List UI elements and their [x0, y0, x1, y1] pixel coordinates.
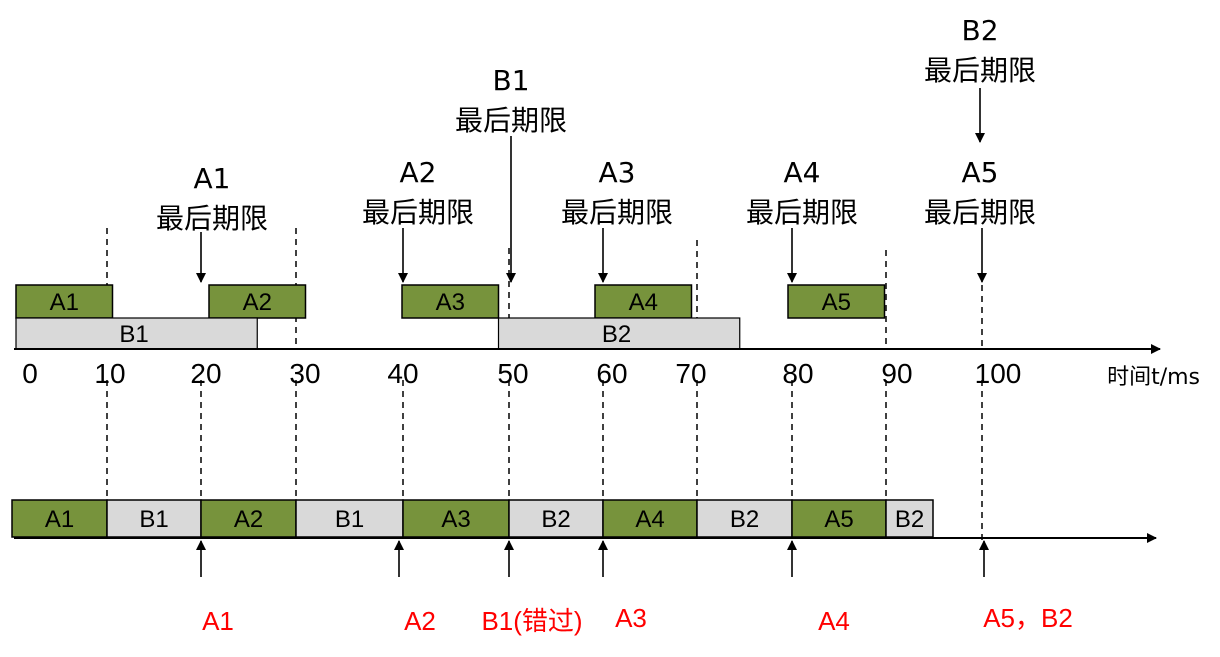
arrival-block-rect [401, 284, 500, 319]
check-label-a2: A2 [404, 606, 436, 636]
tick-label-90: 90 [881, 358, 912, 389]
deadline-text-a2: 最后期限 [362, 196, 474, 229]
schedule-block-rect [200, 499, 297, 538]
arrival-b-blocks: B1 B2 [15, 317, 741, 350]
arrival-block-label: A1 [50, 289, 79, 316]
schedule-block-rect [106, 499, 202, 538]
arrival-block-label: B1 [119, 321, 148, 348]
schedule-block-a1: A1 [11, 499, 108, 538]
check-label-a3: A3 [615, 603, 647, 633]
tick-label-0: 0 [22, 358, 38, 389]
deadline-text-a4: 最后期限 [746, 196, 858, 229]
arrival-block-a5: A5 [787, 284, 886, 319]
check-label-b1-missed: B1(错过) [481, 606, 582, 636]
arrival-a-blocks: A1 A2 A3 A4 A5 [15, 284, 886, 319]
schedule-block-label: A5 [824, 506, 853, 533]
deadline-check-labels: A1 A2 B1(错过) A3 A4 A5，B2 [202, 603, 1073, 636]
deadline-task-a4: A4 [784, 156, 821, 189]
arrival-block-rect [497, 317, 741, 350]
schedule-block-a5: A5 [791, 499, 887, 538]
schedule-block-b1: B1 [295, 499, 404, 538]
deadline-check-arrows [196, 540, 989, 577]
deadline-task-a3: A3 [599, 156, 636, 189]
deadline-label-a3: A3 最后期限 [561, 156, 673, 283]
tick-label-30: 30 [289, 358, 320, 389]
deadline-label-b2: B2 最后期限 [924, 14, 1036, 143]
check-label-a4: A4 [818, 606, 850, 636]
execution-schedule: A1 B1 A2 B1 A3 B2 A4 B2 A5 B2 [11, 499, 934, 538]
arrival-block-label: A4 [629, 289, 658, 316]
schedule-block-label: B2 [895, 506, 924, 533]
schedule-block-label: B2 [541, 506, 570, 533]
arrival-block-rect [594, 284, 693, 319]
deadline-text-a5: 最后期限 [924, 196, 1036, 229]
deadline-task-a5: A5 [962, 156, 999, 189]
tick-label-60: 60 [596, 358, 627, 389]
arrival-block-label: A3 [436, 289, 465, 316]
mid-dashed-guides [106, 380, 983, 540]
schedule-block-rect [696, 499, 793, 538]
tick-label-70: 70 [675, 358, 706, 389]
deadline-text-a3: 最后期限 [561, 196, 673, 229]
axis-label: 时间t/ms [1107, 365, 1200, 390]
deadline-task-a1: A1 [194, 162, 231, 195]
deadline-label-a5: A5 最后期限 [924, 156, 1036, 283]
arrival-block-a4: A4 [594, 284, 693, 319]
deadline-label-a1: A1 最后期限 [156, 162, 268, 283]
schedule-block-label: B1 [335, 506, 364, 533]
check-label-a5-b2: A5，B2 [983, 603, 1073, 633]
arrival-block-a3: A3 [401, 284, 500, 319]
tick-label-100: 100 [975, 358, 1022, 389]
schedule-block-b1: B1 [106, 499, 202, 538]
tick-label-40: 40 [387, 358, 418, 389]
deadline-label-a2: A2 最后期限 [362, 156, 474, 283]
arrival-block-b2: B2 [497, 317, 741, 350]
arrival-block-a1: A1 [15, 284, 114, 319]
arrival-block-b1: B1 [15, 317, 258, 350]
arrival-block-rect [208, 284, 307, 319]
tick-label-80: 80 [782, 358, 813, 389]
schedule-block-label: B2 [730, 506, 759, 533]
schedule-block-label: A1 [45, 506, 74, 533]
schedule-block-a3: A3 [402, 499, 510, 538]
deadline-task-b1: B1 [492, 64, 529, 97]
check-label-a1: A1 [202, 606, 234, 636]
deadline-label-b1: B1 最后期限 [455, 64, 567, 283]
schedule-block-label: A3 [441, 506, 470, 533]
tick-label-20: 20 [190, 358, 221, 389]
axis-tick-labels: 0 10 20 30 40 50 60 70 80 90 100 [22, 358, 1021, 389]
arrival-block-rect [787, 284, 886, 319]
schedule-block-label: A4 [635, 506, 664, 533]
deadline-text-a1: 最后期限 [156, 202, 268, 235]
deadline-label-a4: A4 最后期限 [746, 156, 858, 283]
schedule-block-b2: B2 [508, 499, 604, 538]
schedule-block-rect [602, 499, 698, 538]
schedule-block-rect [295, 499, 404, 538]
deadline-text-b1: 最后期限 [455, 104, 567, 137]
schedule-block-label: A2 [234, 506, 263, 533]
tick-label-10: 10 [94, 358, 125, 389]
tick-label-50: 50 [497, 358, 528, 389]
arrival-block-a2: A2 [208, 284, 307, 319]
schedule-block-a4: A4 [602, 499, 698, 538]
deadline-task-b2: B2 [961, 14, 998, 47]
arrival-block-rect [15, 317, 258, 350]
deadline-task-a2: A2 [400, 156, 437, 189]
arrival-block-label: A5 [822, 289, 851, 316]
schedule-block-b2: B2 [885, 499, 934, 538]
deadline-text-b2: 最后期限 [924, 54, 1036, 87]
arrival-block-label: B2 [602, 321, 631, 348]
deadline-labels: A1 最后期限 A2 最后期限 B1 最后期限 A3 最后期限 A4 最后期限 … [156, 14, 1036, 283]
schedule-block-label: B1 [139, 506, 168, 533]
schedule-block-a2: A2 [200, 499, 297, 538]
schedule-block-b2: B2 [696, 499, 793, 538]
arrival-block-label: A2 [243, 289, 272, 316]
